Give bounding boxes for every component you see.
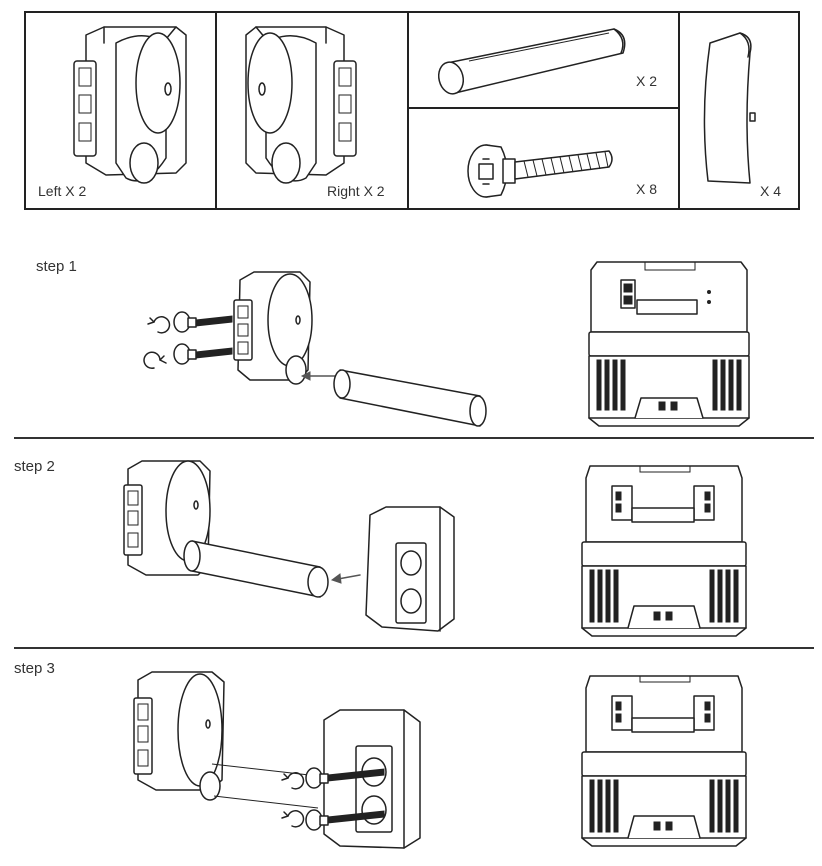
screw-icon bbox=[173, 311, 233, 333]
step-1-assembly-diagram bbox=[143, 271, 487, 427]
step-3-title: step 3 bbox=[14, 660, 55, 677]
step-divider bbox=[14, 437, 814, 439]
rotate-arrow-icon bbox=[143, 351, 161, 369]
screw-icon bbox=[467, 144, 613, 198]
screw-icon bbox=[173, 343, 233, 365]
table-divider bbox=[215, 13, 217, 208]
tube-cell: X 2 bbox=[409, 13, 678, 107]
right-bracket-icon bbox=[365, 506, 455, 632]
cover-cell: X 4 bbox=[680, 13, 800, 208]
parts-table: Left X 2 Right X 2 X 2 bbox=[24, 11, 800, 210]
right-label: Right X 2 bbox=[327, 183, 385, 199]
tube-icon bbox=[437, 28, 626, 95]
screw-label: X 8 bbox=[636, 181, 658, 197]
tube-icon bbox=[333, 369, 487, 427]
left-bracket-cell: Left X 2 bbox=[26, 13, 215, 208]
left-bracket-icon bbox=[233, 271, 313, 385]
rotate-arrow-icon bbox=[153, 316, 171, 334]
step-2-unit-diagram bbox=[581, 465, 747, 637]
step-3-unit-diagram bbox=[581, 675, 747, 847]
table-divider bbox=[678, 13, 680, 208]
step-1-title: step 1 bbox=[36, 258, 77, 275]
step-1-unit-diagram bbox=[588, 261, 750, 427]
tube-label: X 2 bbox=[636, 73, 658, 89]
step-2-title: step 2 bbox=[14, 458, 55, 475]
right-bracket-icon bbox=[323, 709, 421, 849]
rotate-arrow-icon bbox=[287, 810, 305, 828]
table-divider bbox=[407, 13, 409, 208]
screw-icon bbox=[305, 809, 385, 831]
screw-cell: X 8 bbox=[409, 109, 678, 208]
tube-icon bbox=[183, 540, 329, 598]
screw-icon bbox=[305, 767, 385, 789]
cover-label: X 4 bbox=[760, 183, 782, 199]
step-divider bbox=[14, 647, 814, 649]
right-bracket-icon bbox=[245, 26, 357, 184]
left-bracket-icon bbox=[133, 671, 225, 801]
right-bracket-cell: Right X 2 bbox=[216, 13, 407, 208]
left-bracket-icon bbox=[73, 26, 187, 184]
rotate-arrow-icon bbox=[287, 772, 305, 790]
left-label: Left X 2 bbox=[38, 183, 87, 199]
cover-icon bbox=[703, 32, 756, 184]
step-2-assembly-diagram bbox=[123, 460, 455, 632]
step-3-assembly-diagram bbox=[133, 671, 421, 849]
table-divider bbox=[407, 107, 678, 109]
